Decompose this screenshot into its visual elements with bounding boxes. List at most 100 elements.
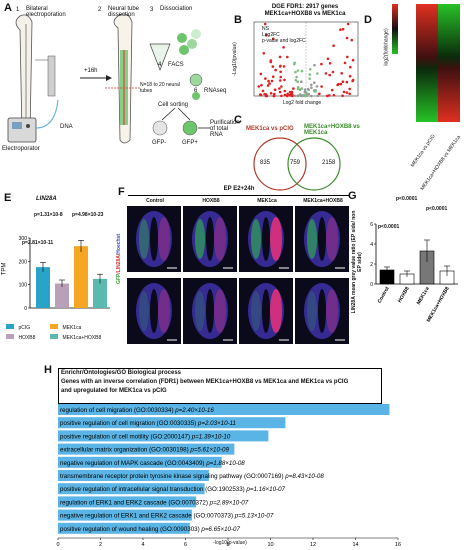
gfp-signal xyxy=(307,291,317,331)
h-bar-5 xyxy=(58,470,209,481)
step-2-label: Neural tube dissection xyxy=(108,6,140,18)
h-pvalue-1: p=2.03×10-11 xyxy=(197,420,236,427)
volcano-point xyxy=(339,82,343,86)
volcano-point xyxy=(265,94,269,98)
h-title-box: Enrichr/Ontologies/GO Biological process… xyxy=(58,368,382,404)
volcano-ylabel: -Log10(pvalue) xyxy=(231,42,238,76)
step-3-label: Dissociation xyxy=(160,6,193,12)
gfp-neg-label: GFP- xyxy=(152,140,167,146)
lumen xyxy=(318,289,326,333)
volcano-point xyxy=(274,68,277,72)
volcano-point xyxy=(345,91,349,94)
step-3-num: 3 xyxy=(150,7,154,13)
volcano-legend-ns: NS xyxy=(262,26,269,32)
volcano-point xyxy=(306,87,310,91)
volcano-point xyxy=(320,85,323,88)
heatmap xyxy=(392,4,460,122)
e-ytick-label: 0 xyxy=(24,306,27,312)
col-mek1ca-hoxb8: MEK1ca+HOXB8 xyxy=(303,198,343,204)
volcano-point xyxy=(336,83,339,87)
legend-hoxb8: HOXB8 xyxy=(6,326,35,344)
panel-c: C MEK1ca vs pCIG MEK1ca+HOXB8 vs MEK1ca … xyxy=(232,112,362,192)
volcano-point xyxy=(261,89,265,93)
volcano-point xyxy=(283,89,287,93)
header-rule xyxy=(128,195,350,196)
hours-label: +16h xyxy=(84,68,98,74)
volcano-point xyxy=(286,55,289,59)
volcano-point xyxy=(345,80,349,84)
e-bar-3 xyxy=(93,278,107,308)
volcano-point xyxy=(268,82,271,85)
volcano-point xyxy=(263,22,267,26)
g-ytick-label: 4 xyxy=(370,242,373,248)
lumen xyxy=(262,289,270,333)
h-title-1: Enrichr/Ontologies/GO Biological process xyxy=(61,370,182,376)
h-xtick-label: 12 xyxy=(310,542,316,548)
h-bar-7 xyxy=(58,496,197,508)
volcano-point xyxy=(294,70,297,74)
g-category-label-1: HOXB8 xyxy=(397,286,411,304)
step-2-num: 2 xyxy=(98,7,102,13)
step-6-label: RNAseq xyxy=(204,88,227,94)
step-1-label: Bilateral electroporation xyxy=(26,6,66,18)
h-pvalue-0: p=2.40×10-16 xyxy=(174,407,214,414)
volcano-point xyxy=(272,92,276,96)
volcano-point xyxy=(278,87,281,90)
volcano-point xyxy=(300,80,303,83)
cells-cluster-icon xyxy=(177,29,201,55)
volcano-point xyxy=(351,58,355,62)
h-xtick-label: 16 xyxy=(395,542,401,548)
volcano-point xyxy=(303,90,307,94)
g-ytick-label: 0 xyxy=(370,282,373,288)
volcano-point xyxy=(309,68,312,71)
panel-d-letter: D xyxy=(364,14,372,26)
volcano-point xyxy=(316,94,320,98)
volcano-point xyxy=(293,94,297,98)
col-mek1ca: MEK1ca xyxy=(257,198,277,204)
gfp-pos-label: GFP+ xyxy=(182,140,198,146)
volcano-point xyxy=(332,93,336,97)
volcano-point xyxy=(267,79,270,83)
panel-h-letter: H xyxy=(44,364,52,376)
volcano-point xyxy=(342,90,346,94)
h-xtick-label: 2 xyxy=(99,542,102,548)
volcano-point xyxy=(330,88,334,92)
h-pvalue-2: p=1.39×10-10 xyxy=(191,433,231,440)
volcano-point xyxy=(293,62,296,66)
e-ytick-label: 200 xyxy=(19,259,28,265)
h-bar-label-1: positive regulation of cell migration (G… xyxy=(60,420,236,427)
heatmap-scale-label: log2(foldchange) xyxy=(383,28,390,66)
pvalue-2: p=4.98×10-23 xyxy=(72,212,104,218)
volcano-point xyxy=(283,93,287,97)
step-5-label: Cell sorting xyxy=(158,102,189,108)
h-title-3: and upregulated for MEK1ca vs pCIG xyxy=(61,388,167,394)
volcano-point xyxy=(289,92,293,96)
panel-e-letter: E xyxy=(4,192,12,204)
volcano-point xyxy=(316,72,319,75)
panel-a: A xyxy=(0,0,240,175)
volcano-point xyxy=(292,87,295,90)
volcano-point xyxy=(278,65,282,68)
h-bar-label-9: positive regulation of wound healing (GO… xyxy=(60,526,240,533)
volcano-point xyxy=(296,87,300,91)
volcano-point xyxy=(257,85,260,88)
venn-diagram xyxy=(253,137,341,191)
pvalue-1: p=1.31×10-8 xyxy=(34,212,63,218)
venn-left-count: 835 xyxy=(260,160,271,166)
h-pvalue-7: p=2.89×10-07 xyxy=(209,499,249,506)
h-bar-label-5: transmembrane receptor protein tyrosine … xyxy=(60,473,324,480)
g-ytick-label: 2 xyxy=(370,262,373,268)
volcano-point xyxy=(303,93,307,97)
volcano-point xyxy=(300,87,304,90)
dna-label: DNA xyxy=(60,124,73,130)
h-bar-label-7: regulation of ERK1 and ERK2 cascade (GO:… xyxy=(60,499,249,506)
venn-left-label: MEK1ca vs pCIG xyxy=(246,126,294,132)
legend-pcig: pCIG xyxy=(6,316,30,334)
volcano-point xyxy=(341,94,344,97)
gfp-signal xyxy=(195,219,205,259)
gene-name: LIN28A xyxy=(36,196,57,202)
h-pvalue-6: p=1.16×10-07 xyxy=(245,486,285,493)
panel-f-letter: F xyxy=(118,186,125,198)
volcano-point xyxy=(328,73,331,77)
